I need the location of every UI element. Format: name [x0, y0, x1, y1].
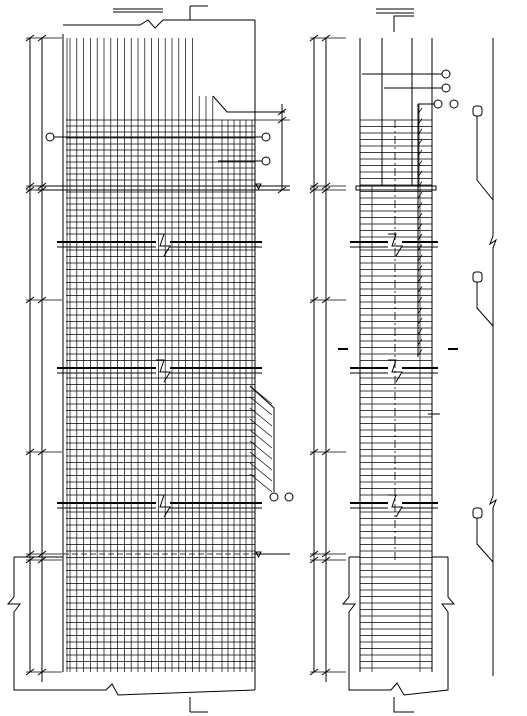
section-dimension-lines	[309, 34, 346, 682]
section-break-3-zigzag	[388, 494, 403, 518]
level-marker-bottom	[255, 551, 262, 559]
section-hook-22	[417, 328, 423, 335]
section-hook-11	[417, 212, 423, 220]
dim-tick-right-1	[277, 108, 287, 116]
section-hook-2	[417, 118, 423, 125]
section-break-1-zigzag	[388, 233, 403, 257]
section-break-lines	[350, 233, 438, 518]
section-hook-12	[417, 223, 423, 230]
strip-bubble-1	[472, 105, 483, 117]
section-hook-23	[417, 338, 423, 346]
elevation-break-2-zigzag	[156, 359, 171, 383]
elevation-break-lines	[57, 233, 262, 518]
callout-hatch-6	[249, 440, 273, 460]
callout-hatch-9	[249, 473, 273, 493]
callout-hatch-7	[249, 451, 273, 471]
section-hook-20	[417, 307, 423, 314]
callout-bubble-4	[269, 492, 279, 502]
elevation-break-3-zigzag	[156, 494, 171, 518]
elevation-callouts	[45, 132, 294, 502]
section-hook-16	[417, 265, 423, 272]
section-hook-15	[417, 254, 423, 262]
strip-crank-1	[476, 116, 494, 201]
callout-hatch-5	[249, 429, 273, 449]
callout-bubble-1	[45, 132, 55, 142]
section-hook-24	[417, 349, 423, 356]
callout-bubble-5	[284, 492, 294, 502]
section-bubble-4	[449, 99, 459, 109]
elevation-section-cut-top	[189, 5, 208, 20]
callout-hatch-3	[249, 407, 273, 427]
section-hook-9	[417, 191, 423, 199]
section-hook-8	[417, 181, 423, 188]
section-hook-21	[417, 317, 423, 325]
strip-line-3	[488, 326, 498, 562]
section-hook-13	[417, 233, 423, 241]
section-bubble-3	[433, 99, 443, 109]
elevation-outline	[6, 5, 285, 713]
section-outline	[338, 8, 458, 713]
elevation-top-break	[63, 19, 255, 29]
level-marker-top	[255, 183, 262, 191]
section-hook-6	[417, 160, 423, 167]
elevation-top-notch	[212, 95, 285, 113]
callout-bubble-3	[261, 156, 271, 166]
callout-bracket	[249, 385, 275, 492]
callout-hatch-2	[249, 396, 273, 416]
section-hook-17	[417, 275, 423, 283]
section-callouts	[362, 69, 459, 109]
section-hook-4	[417, 139, 423, 146]
section-hook-3	[417, 128, 423, 136]
section-hook-1	[417, 107, 423, 115]
section-top-cut	[393, 15, 414, 32]
elevation-break-1-zigzag	[156, 233, 171, 257]
strip-bubble-2	[472, 271, 483, 283]
foundation-outline	[6, 557, 256, 696]
dim-tick-right-3	[277, 186, 287, 194]
section-hook-5	[417, 149, 423, 157]
strip-crank-3	[476, 518, 494, 563]
strip-bubble-3	[472, 507, 483, 519]
section-bubble-2	[441, 83, 451, 93]
section-hook-10	[417, 202, 423, 209]
detail-strip	[472, 38, 498, 676]
callout-bubble-2	[261, 132, 271, 142]
strip-crank-2	[476, 282, 494, 327]
section-hook-18	[417, 286, 423, 293]
section-foundation	[341, 557, 456, 696]
section-bottom-cut	[393, 697, 414, 713]
section-hook-7	[417, 170, 423, 178]
elevation-horizontal-ties	[36, 119, 290, 669]
section-bubble-1	[441, 69, 451, 79]
elevation-dimension-lines	[25, 34, 290, 682]
section-break-2-zigzag	[388, 359, 403, 383]
callout-hatch-4	[249, 418, 273, 438]
section-hook-19	[417, 296, 423, 304]
strip-line-2	[488, 200, 498, 326]
callout-hatch-8	[249, 462, 273, 482]
elevation-section-cut-bottom	[189, 697, 208, 713]
section-bars	[360, 104, 440, 672]
section-level-band	[355, 185, 437, 191]
